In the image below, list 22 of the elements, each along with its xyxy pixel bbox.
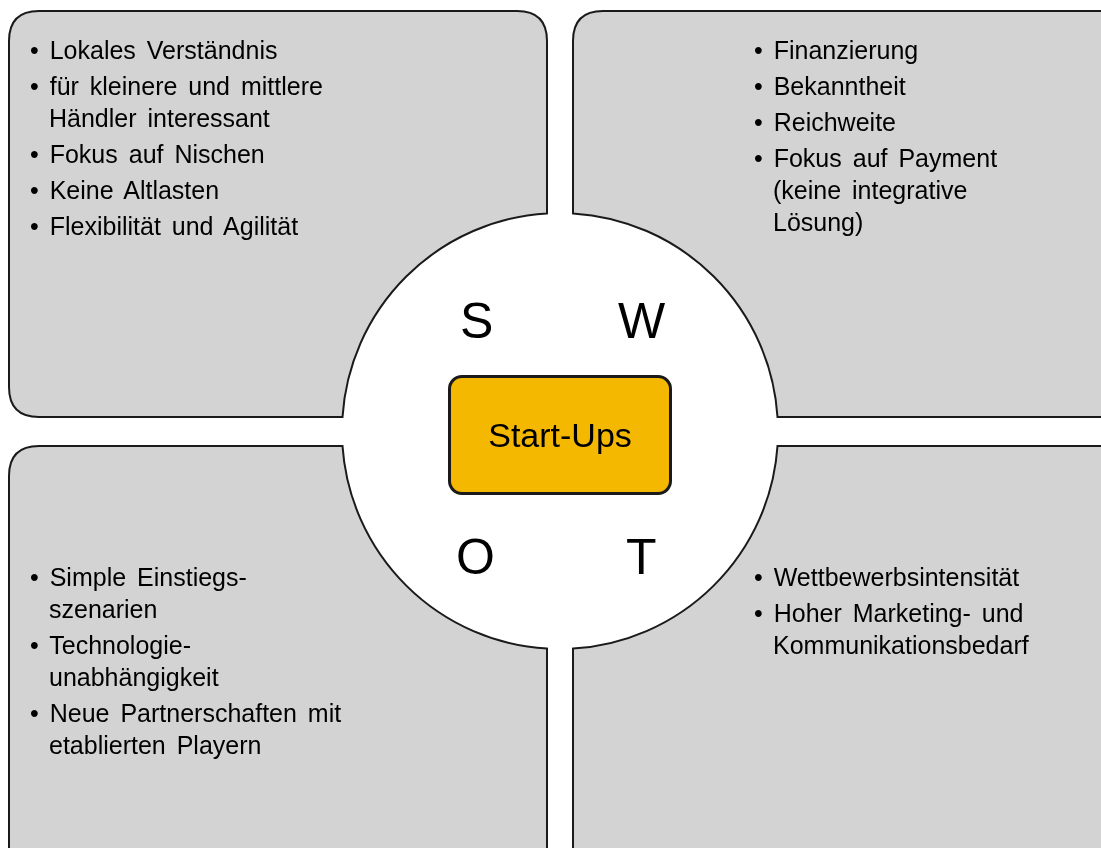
bullet-text: • Fokus auf Payment (keine integrative Lösung) xyxy=(754,143,999,238)
bullet-text: • Flexibilität und Agilität xyxy=(30,211,300,242)
bullet-text: • Neue Partnerschaften mit etablierten Playern xyxy=(30,698,343,761)
bullet-text: • Finanzierung xyxy=(754,35,920,66)
swot-letter: T xyxy=(626,529,657,585)
bullet-text: • Bekanntheit xyxy=(754,71,907,102)
bullet-text: • Reichweite xyxy=(754,107,897,138)
bullet-text: • für kleinere und mittlere Händler interessant xyxy=(30,71,324,134)
bullet-text: • Keine Altlasten xyxy=(30,175,221,206)
quadrant-panel xyxy=(8,10,548,418)
bullet-text: • Technologie- unabhängigkeit xyxy=(30,630,220,693)
quadrant-panel xyxy=(572,10,1101,418)
center-label: Start-Ups xyxy=(488,415,632,455)
swot-letter: S xyxy=(460,293,494,349)
bullet-text: • Fokus auf Nischen xyxy=(30,139,266,170)
bullet-text: • Hoher Marketing- und Kommunikationsbedarf xyxy=(754,598,1030,661)
swot-letter: O xyxy=(456,529,495,585)
bullet-text: • Lokales Verständnis xyxy=(30,35,279,66)
swot-letter: W xyxy=(618,293,666,349)
bullet-text: • Simple Einstiegs- szenarien xyxy=(30,562,248,625)
bullet-text: • Wettbewerbsintensität xyxy=(754,562,1021,593)
center-box xyxy=(448,375,672,495)
